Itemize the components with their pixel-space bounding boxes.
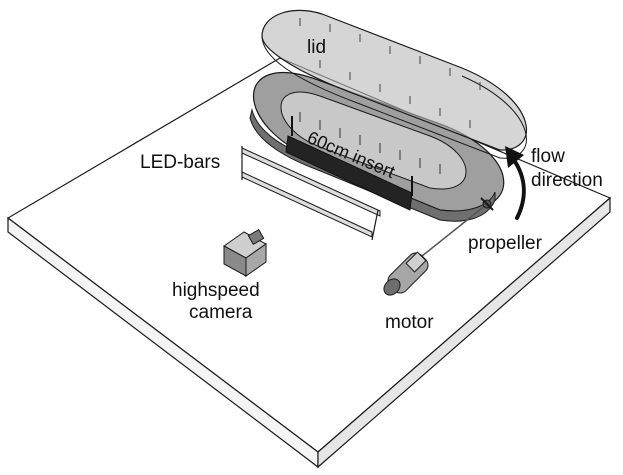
motor-end-cap — [383, 278, 401, 296]
led-bar-frame-right — [371, 209, 379, 241]
led-bars-label: LED-bars — [140, 152, 220, 173]
flow-direction-arrow: flow direction — [505, 146, 603, 220]
propeller-blade — [480, 197, 494, 211]
camera-side — [245, 243, 267, 277]
motor-assembly: motor — [383, 204, 487, 333]
flow-arrow-head — [505, 146, 524, 168]
drive-shaft — [411, 204, 487, 265]
camera-label-line2: camera — [189, 302, 253, 323]
led-bars: LED-bars — [140, 146, 381, 241]
lid: lid — [261, 9, 527, 159]
base-plate-front-right-edge — [317, 196, 611, 469]
highspeed-camera: highspeed camera — [172, 228, 267, 323]
channel-rim-posts — [299, 112, 441, 174]
lid-rim-posts — [299, 18, 481, 128]
motor — [383, 251, 429, 296]
flow-channel — [249, 72, 505, 222]
lid-label: lid — [307, 37, 326, 58]
motor-label: motor — [385, 312, 434, 333]
flow-arrow-curve — [512, 158, 526, 220]
propeller-label: propeller — [468, 233, 543, 254]
camera-label-line1: highspeed — [172, 280, 260, 301]
propeller: propeller — [468, 197, 543, 254]
camera-lens — [247, 228, 265, 246]
flow-label-line1: flow — [531, 146, 565, 167]
motor-mount — [405, 251, 427, 273]
flow-label-line2: direction — [531, 170, 603, 191]
lid-rim — [261, 35, 527, 159]
lid-shell — [261, 9, 527, 151]
insert-bar — [285, 135, 413, 211]
